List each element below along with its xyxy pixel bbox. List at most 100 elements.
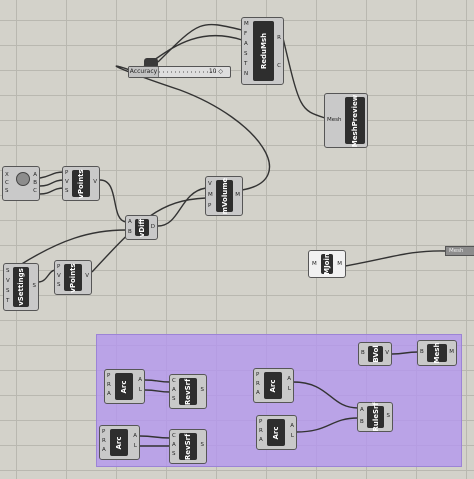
component-arc-3[interactable]: P R A Arc A L xyxy=(253,368,294,403)
component-mvolume[interactable]: V M P mVolume M xyxy=(205,176,243,216)
input-port[interactable]: V xyxy=(57,273,61,279)
output-port[interactable]: S xyxy=(32,283,37,289)
component-body: RevSrf xyxy=(179,433,197,460)
output-port[interactable]: A xyxy=(287,376,291,382)
input-port[interactable]: R xyxy=(259,428,263,434)
input-port[interactable]: R xyxy=(256,381,260,387)
input-port[interactable]: X xyxy=(5,172,9,178)
output-port[interactable]: A xyxy=(290,423,294,429)
component-rulesrf[interactable]: A B RuleSrf S xyxy=(357,402,393,432)
input-port[interactable]: S xyxy=(172,396,176,402)
output-port[interactable]: R xyxy=(277,35,281,41)
input-port[interactable]: B xyxy=(360,419,364,425)
input-port[interactable]: T xyxy=(6,298,10,304)
input-port[interactable]: A xyxy=(244,41,248,47)
output-port[interactable]: L xyxy=(287,386,291,392)
component-revsrf-2[interactable]: C A S RevSrf S xyxy=(169,429,207,464)
input-port[interactable]: A xyxy=(360,407,364,413)
component-body: Mesh xyxy=(427,343,447,363)
output-port[interactable]: M xyxy=(337,261,342,267)
output-port[interactable]: S xyxy=(200,442,205,448)
component-vpoints-top[interactable]: P V S vPoints V xyxy=(62,166,100,201)
input-port[interactable]: A xyxy=(259,437,263,443)
input-port[interactable]: R xyxy=(102,438,106,444)
input-port[interactable]: R xyxy=(107,382,111,388)
input-port[interactable]: A xyxy=(102,447,106,453)
input-port[interactable]: P xyxy=(259,419,263,425)
output-port[interactable]: M xyxy=(235,192,240,198)
component-vdiff[interactable]: A B vDiff D xyxy=(125,215,158,240)
output-port[interactable]: M xyxy=(449,349,454,355)
output-port[interactable]: D xyxy=(150,224,155,230)
input-port[interactable]: V xyxy=(6,278,10,284)
input-port[interactable]: B xyxy=(361,350,365,356)
component-arc-1[interactable]: P R A Arc A L xyxy=(104,369,145,404)
input-port[interactable]: T xyxy=(244,61,248,67)
output-port[interactable]: L xyxy=(133,443,137,449)
input-port[interactable]: A xyxy=(172,387,176,393)
output-port[interactable]: S xyxy=(200,387,205,393)
component-body: MeshPreview xyxy=(345,94,365,147)
slider-track[interactable] xyxy=(159,71,216,73)
output-port[interactable]: A xyxy=(138,377,142,383)
output-port[interactable]: V xyxy=(385,350,389,356)
input-port[interactable]: M xyxy=(208,192,213,198)
component-body: vDiff xyxy=(135,218,149,237)
component-mjoin[interactable]: M MJoin M xyxy=(308,250,346,278)
output-port[interactable]: S xyxy=(386,413,391,419)
input-port[interactable]: C xyxy=(172,378,176,384)
input-port[interactable]: S xyxy=(6,288,10,294)
input-port[interactable]: B xyxy=(420,349,424,355)
component-title: Arc xyxy=(120,379,128,394)
component-redumsh[interactable]: ReduMsh M F A S T N R C xyxy=(241,17,284,85)
accuracy-slider[interactable]: Accuracy 10 ◇ xyxy=(128,66,231,78)
input-port[interactable]: P xyxy=(256,372,260,378)
input-port[interactable]: P xyxy=(102,429,106,435)
input-port[interactable]: P xyxy=(65,170,69,176)
input-port[interactable]: S xyxy=(65,188,69,194)
input-port[interactable]: S xyxy=(172,451,176,457)
component-revsrf-1[interactable]: C A S RevSrf S xyxy=(169,374,207,409)
input-port[interactable]: S xyxy=(6,268,10,274)
input-port[interactable]: S xyxy=(57,282,61,288)
output-port[interactable]: A xyxy=(33,172,37,178)
input-port[interactable]: M xyxy=(244,21,249,27)
component-bvol[interactable]: B BVol V xyxy=(358,342,392,366)
input-port[interactable]: C xyxy=(172,433,176,439)
output-port[interactable]: V xyxy=(85,273,89,279)
knob-icon[interactable] xyxy=(16,172,30,186)
input-port[interactable]: B xyxy=(128,229,132,235)
mesh-relay-tag[interactable]: Mesh xyxy=(445,246,474,256)
component-vsettings[interactable]: S V S T vSettings S xyxy=(3,263,39,311)
input-port[interactable]: Mesh xyxy=(327,117,342,123)
component-vpoints-low[interactable]: P V S vPoints V xyxy=(54,260,92,295)
input-port[interactable]: S xyxy=(244,51,248,57)
input-port[interactable]: A xyxy=(256,390,260,396)
input-port[interactable]: M xyxy=(312,261,317,267)
output-port[interactable]: C xyxy=(277,63,281,69)
input-port[interactable]: P xyxy=(208,203,212,209)
output-port[interactable]: L xyxy=(290,433,294,439)
output-port[interactable]: L xyxy=(138,387,142,393)
input-port[interactable]: P xyxy=(107,373,111,379)
input-port[interactable]: A xyxy=(107,391,111,397)
input-port[interactable]: A xyxy=(172,442,176,448)
input-port[interactable]: V xyxy=(65,179,69,185)
output-port[interactable]: B xyxy=(33,180,37,186)
output-port[interactable]: V xyxy=(93,179,97,185)
output-port[interactable]: A xyxy=(133,433,137,439)
input-port[interactable]: N xyxy=(244,71,249,77)
input-port[interactable]: C xyxy=(5,180,9,186)
component-arc-4[interactable]: P R A Arc A L xyxy=(256,415,297,450)
component-meshpreview[interactable]: Mesh MeshPreview xyxy=(324,93,368,148)
wire-vdiff-mvolume xyxy=(157,187,207,227)
input-port[interactable]: F xyxy=(244,31,248,37)
input-port[interactable]: V xyxy=(208,181,212,187)
output-port[interactable]: C xyxy=(33,188,37,194)
component-mesh[interactable]: B Mesh M xyxy=(417,340,457,366)
input-port[interactable]: P xyxy=(57,264,61,270)
component-arc-2[interactable]: P R A Arc A L xyxy=(99,425,140,460)
input-port[interactable]: A xyxy=(128,219,132,225)
input-port[interactable]: S xyxy=(5,188,9,194)
